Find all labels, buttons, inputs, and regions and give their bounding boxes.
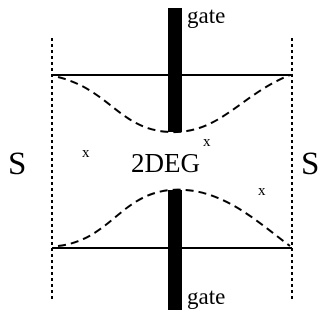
depletion-boundary-top (57, 74, 291, 134)
gate-electrode-bottom (168, 190, 182, 310)
superconductor-label-left: S (8, 146, 26, 182)
gate-label-bottom: gate (187, 284, 225, 309)
marker-x-3: x (258, 183, 266, 199)
depletion-boundary-bottom (57, 188, 291, 247)
gate-electrode-top (168, 8, 182, 132)
marker-x-1: x (82, 145, 90, 161)
gate-label-top: gate (187, 3, 225, 28)
superconductor-label-right: S (301, 146, 319, 182)
2deg-label: 2DEG (131, 148, 200, 178)
marker-x-2: x (203, 134, 211, 150)
